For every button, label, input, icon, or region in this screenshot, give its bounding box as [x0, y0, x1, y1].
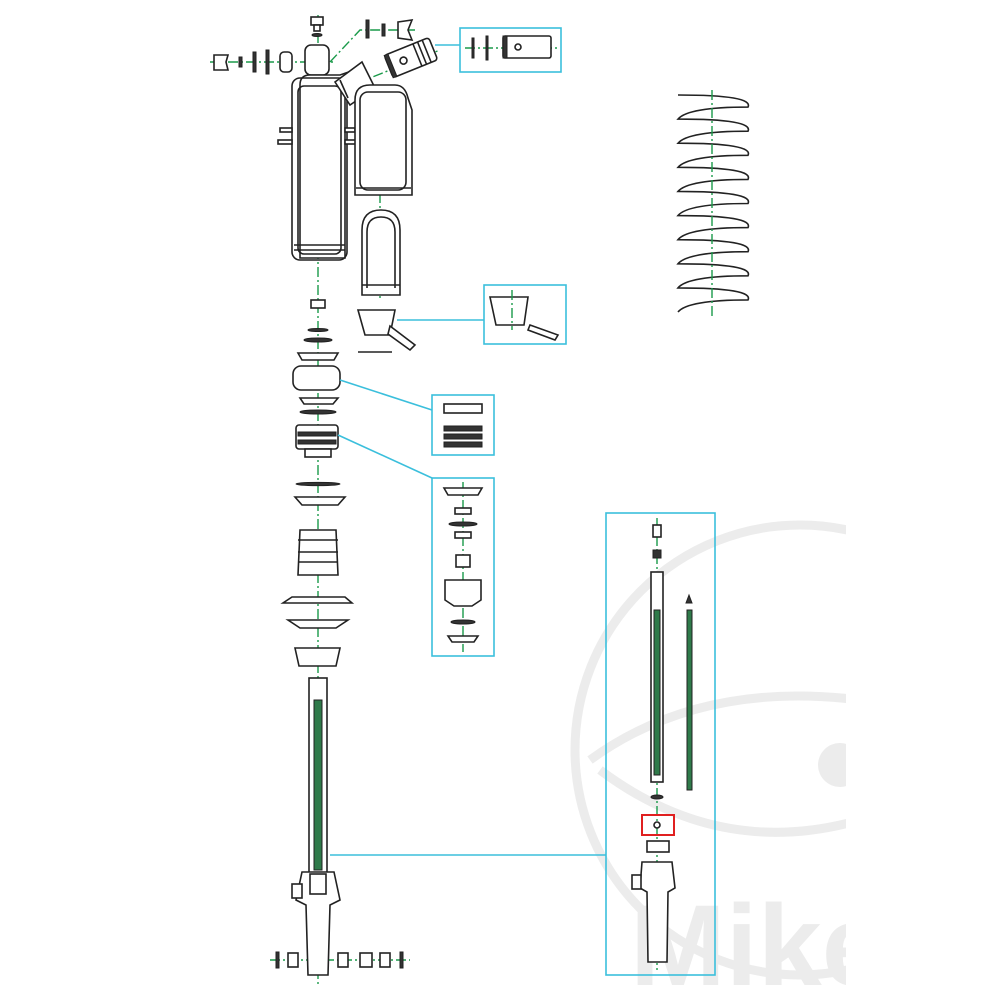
reservoir-lower	[361, 209, 401, 296]
coil-spring	[676, 90, 750, 318]
watermark-logo: Mike	[570, 520, 846, 1000]
compression-valve	[383, 37, 438, 79]
right-mount-hardware	[365, 19, 414, 41]
callout-box-bearing	[431, 394, 495, 456]
internal-parts-stack	[280, 299, 355, 667]
callout-box-valve	[459, 27, 562, 73]
callout-box-piston	[431, 477, 495, 657]
top-right-centerline	[329, 29, 415, 63]
callout-leaders	[330, 44, 606, 856]
callout-box-rod	[605, 512, 716, 976]
reservoir-upper	[354, 84, 413, 196]
reservoir-end-cap	[356, 309, 417, 353]
left-mount-hardware	[213, 49, 293, 75]
top-cap-bolt	[310, 16, 324, 37]
bottom-mount-hardware	[275, 951, 404, 969]
piston-rod-assembly	[291, 677, 341, 976]
highlighted-part	[641, 814, 675, 836]
callout-box-end-cap	[483, 284, 567, 345]
shock-body	[277, 44, 363, 261]
